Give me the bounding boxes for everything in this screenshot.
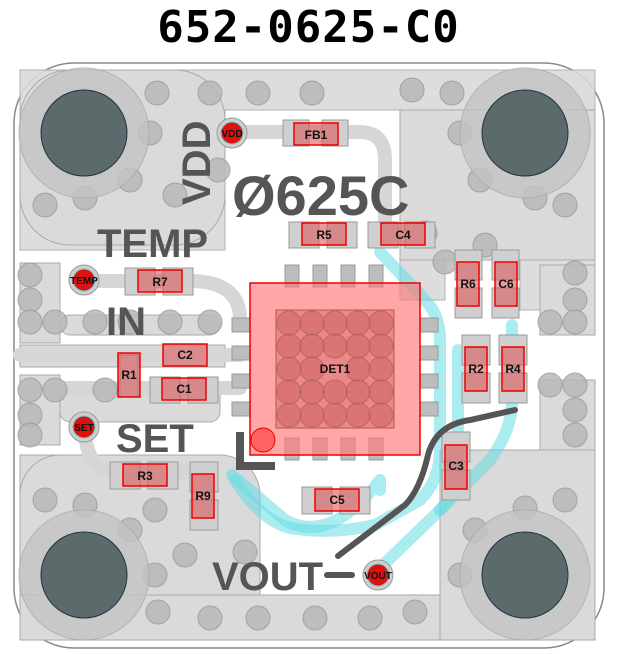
component-c3[interactable]: C3: [441, 431, 471, 501]
component-r7[interactable]: R7: [124, 267, 194, 296]
component-c2[interactable]: C2: [162, 343, 208, 367]
component-c4[interactable]: C4: [367, 221, 436, 249]
c1-label: C1: [176, 382, 192, 396]
silk-temp: TEMP: [97, 222, 208, 266]
test-point-vout[interactable]: VOUT: [362, 559, 394, 591]
det1-label: DET1: [320, 362, 351, 376]
test-point-vdd[interactable]: VDD: [216, 117, 248, 149]
r9-label: R9: [195, 489, 211, 503]
vout-silk-line: [335, 407, 518, 559]
component-fb1[interactable]: FB1: [282, 119, 349, 147]
r7-label: R7: [152, 275, 168, 289]
component-det1[interactable]: DET1: [231, 264, 439, 470]
r3-label: R3: [137, 469, 153, 483]
c5-label: C5: [329, 493, 345, 507]
r1-label: R1: [121, 368, 137, 382]
silk-in: IN: [106, 300, 146, 344]
r2-label: R2: [468, 362, 484, 376]
test-point-temp[interactable]: TEMP: [68, 264, 100, 296]
component-c6[interactable]: C6: [491, 249, 520, 319]
silk-part-number: Ø625C: [232, 164, 409, 227]
board-title: 652-0625-C0: [157, 2, 460, 53]
r6-label: R6: [460, 277, 476, 291]
mounting-holes: [18, 67, 591, 641]
tp-temp-label: TEMP: [70, 276, 98, 287]
component-r2[interactable]: R2: [461, 334, 491, 404]
silk-vout: VOUT: [212, 555, 323, 599]
pin1-marker: [236, 432, 275, 470]
c2-label: C2: [177, 348, 193, 362]
component-r6[interactable]: R6: [454, 249, 483, 319]
via-array: [17, 77, 588, 631]
tp-set-label: SET: [74, 423, 93, 434]
silk-vdd: VDD: [175, 121, 219, 205]
component-c1[interactable]: C1: [149, 376, 219, 404]
silk-set: SET: [116, 417, 194, 461]
test-point-set[interactable]: SET: [68, 411, 100, 443]
component-c5[interactable]: C5: [301, 486, 371, 515]
pin1-dot: [250, 427, 276, 453]
c6-label: C6: [498, 277, 514, 291]
r4-label: R4: [505, 362, 521, 376]
component-r5[interactable]: R5: [288, 221, 358, 249]
tp-vdd-label: VDD: [221, 129, 242, 140]
fb1-label: FB1: [305, 128, 328, 142]
component-r3[interactable]: R3: [109, 461, 179, 490]
c4-label: C4: [395, 228, 411, 242]
component-r1[interactable]: R1: [117, 352, 141, 398]
component-r4[interactable]: R4: [498, 334, 528, 404]
c3-label: C3: [448, 459, 464, 473]
r5-label: R5: [316, 228, 332, 242]
tp-vout-label: VOUT: [364, 571, 392, 582]
component-r9[interactable]: R9: [189, 461, 219, 531]
